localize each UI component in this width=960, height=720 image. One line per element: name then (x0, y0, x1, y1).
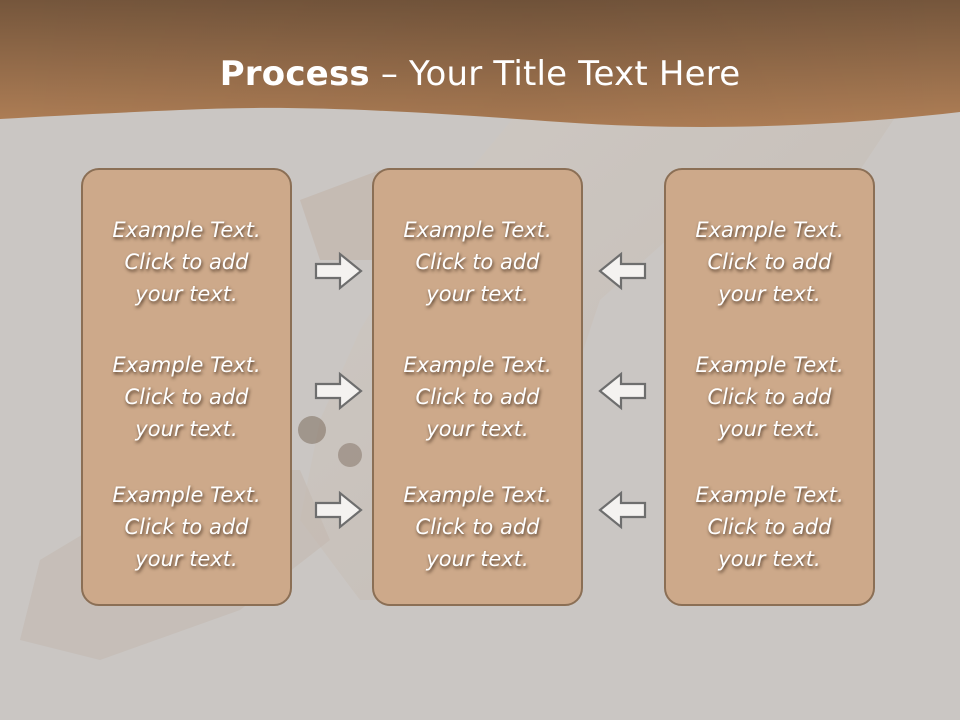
text-block[interactable]: Example Text. Click to add your text. (666, 479, 873, 575)
text-line: Example Text. (403, 483, 552, 507)
text-line: Example Text. (112, 353, 261, 377)
text-line: Click to add (707, 250, 832, 274)
arrow-right-icon[interactable] (314, 490, 364, 530)
text-line: your text. (718, 547, 821, 571)
text-block[interactable]: Example Text. Click to add your text. (374, 479, 581, 575)
text-line: your text. (135, 417, 238, 441)
text-block[interactable]: Example Text. Click to add your text. (83, 349, 290, 445)
text-block[interactable]: Example Text. Click to add your text. (374, 349, 581, 445)
text-line: Example Text. (695, 218, 844, 242)
arrow-right-icon[interactable] (314, 371, 364, 411)
process-box-right[interactable]: Example Text. Click to add your text. Ex… (664, 168, 875, 606)
text-block[interactable]: Example Text. Click to add your text. (666, 349, 873, 445)
text-line: Click to add (124, 250, 249, 274)
text-line: Example Text. (112, 218, 261, 242)
arrow-left-icon[interactable] (597, 251, 647, 291)
text-line: Click to add (707, 515, 832, 539)
header-band (0, 0, 960, 127)
text-line: your text. (135, 282, 238, 306)
text-line: your text. (426, 282, 529, 306)
text-line: Example Text. (112, 483, 261, 507)
title-rest: – Your Title Text Here (369, 54, 741, 94)
slide-title[interactable]: Process – Your Title Text Here (0, 52, 960, 96)
title-bold: Process (219, 54, 370, 94)
text-line: Example Text. (695, 483, 844, 507)
text-line: your text. (426, 417, 529, 441)
arrow-left-icon[interactable] (597, 371, 647, 411)
arrow-right-icon[interactable] (314, 251, 364, 291)
text-line: Example Text. (695, 353, 844, 377)
text-line: Click to add (124, 385, 249, 409)
text-line: Click to add (415, 385, 540, 409)
text-line: your text. (426, 547, 529, 571)
text-block[interactable]: Example Text. Click to add your text. (666, 214, 873, 310)
arrow-left-icon[interactable] (597, 490, 647, 530)
text-line: Click to add (415, 515, 540, 539)
process-box-middle[interactable]: Example Text. Click to add your text. Ex… (372, 168, 583, 606)
text-block[interactable]: Example Text. Click to add your text. (83, 479, 290, 575)
text-block[interactable]: Example Text. Click to add your text. (83, 214, 290, 310)
text-line: Example Text. (403, 353, 552, 377)
process-box-left[interactable]: Example Text. Click to add your text. Ex… (81, 168, 292, 606)
text-line: your text. (718, 417, 821, 441)
text-line: your text. (718, 282, 821, 306)
text-line: Click to add (707, 385, 832, 409)
text-line: your text. (135, 547, 238, 571)
text-line: Click to add (124, 515, 249, 539)
text-line: Example Text. (403, 218, 552, 242)
text-block[interactable]: Example Text. Click to add your text. (374, 214, 581, 310)
text-line: Click to add (415, 250, 540, 274)
